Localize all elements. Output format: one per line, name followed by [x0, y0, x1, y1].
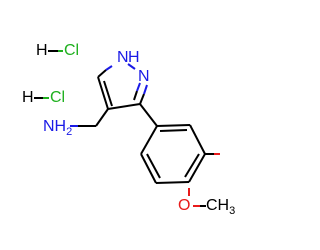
methoxy-group: O CH3 [178, 153, 235, 217]
bond-ph5-ph6-inner [146, 153, 161, 179]
hcl-molecule-2: H Cl [22, 89, 65, 106]
amine-nh-text: NH [43, 118, 66, 135]
bond-ph3-ph4-inner [184, 153, 200, 178]
methyl-ch-text: CH [206, 197, 229, 214]
bond-c5-c4-inner [103, 80, 113, 107]
bond-c4-c3 [107, 103, 141, 110]
bond-c3-phenyl [139, 103, 158, 127]
n1-label: N [117, 49, 129, 66]
bond-n1-c5 [97, 69, 107, 78]
hcl1-hydrogen-label: H [36, 42, 48, 59]
hcl2-chlorine-label: Cl [50, 89, 65, 106]
bond-c5-c4 [97, 76, 109, 110]
bond-c4-ch2 [95, 108, 109, 127]
hcl2-hydrogen-label: H [22, 89, 34, 106]
hcl-molecule-1: H Cl [36, 42, 79, 59]
bond-c3-n2-inner-n-part [136, 82, 141, 92]
aminomethyl-group: NH2 [43, 108, 109, 138]
phenyl-ring [139, 103, 206, 184]
bond-ph6-ph1 [140, 125, 158, 155]
oxygen-label: O [178, 197, 190, 214]
bond-c3-n2 [139, 93, 145, 105]
bond-c3-n2-n-part [143, 84, 148, 95]
bond-ph1-ph2-inner [159, 129, 188, 132]
n1-hydrogen-label: H [128, 49, 140, 66]
methyl-label: CH3 [206, 197, 235, 217]
bond-ph5-ph6 [140, 153, 157, 184]
methyl-subscript: 3 [229, 205, 235, 217]
n2-label: N [138, 68, 150, 85]
bond-n1-c5-n-part [105, 65, 113, 71]
pyrazole-ring [97, 63, 148, 110]
amine-subscript: 2 [66, 126, 72, 138]
bond-ph4-ph5 [155, 181, 190, 184]
amine-label: NH2 [43, 118, 72, 138]
hcl1-chlorine-label: Cl [64, 42, 79, 59]
bond-ph3-ph4 [188, 153, 206, 183]
bond-c3-n2-inner [133, 90, 138, 101]
bond-ph2-ph3 [189, 124, 206, 155]
chemical-structure: H Cl H Cl N H N NH2 [22, 42, 235, 217]
bond-n2-n1 [127, 63, 136, 70]
bond-ph1-ph2 [156, 124, 191, 127]
